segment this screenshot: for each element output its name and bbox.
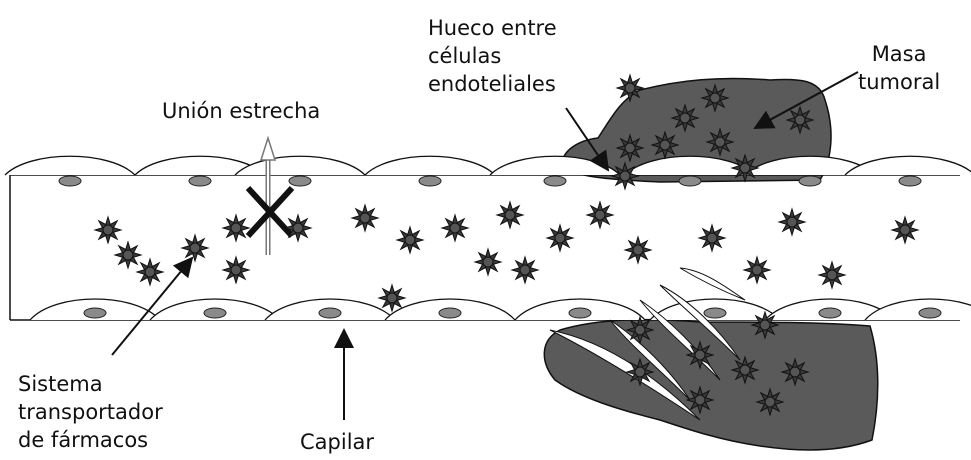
drug-particle-icon [732,357,758,383]
label-masa-tumoral: Masa tumoral [858,40,940,96]
drug-particle-icon [617,75,643,101]
label-union-estrecha: Unión estrecha [162,97,320,125]
cell-nucleus [919,308,941,318]
drug-particle-icon [625,237,651,263]
drug-particle-icon [819,262,845,288]
endothelial-cells-bottom [30,299,971,320]
tumor-mass-lower [544,320,877,450]
drug-particle-icon [512,257,538,283]
drug-particle-icon [497,202,523,228]
drug-particle-icon [752,312,778,338]
cell-nucleus [899,176,921,186]
cell-nucleus [59,176,81,186]
drug-particle-icon [137,259,163,285]
endothelial-cell [235,156,365,175]
cell-nucleus [204,308,226,318]
drug-particle-icon [547,225,573,251]
drug-particle-icon [379,285,405,311]
drug-particle-icon [687,387,713,413]
label-sistema-transportador: Sistema transportador de fármacos [18,370,163,454]
drug-particle-icon [182,235,208,261]
cell-nucleus [289,176,311,186]
drug-particle-icon [115,242,141,268]
label-hueco-celulas: Hueco entre células endoteliales [428,14,557,98]
drug-particle-icon [397,227,423,253]
drug-particle-icon [223,257,249,283]
drug-particle-icon [223,215,249,241]
drug-particle-icon [95,217,121,243]
drug-particle-icon [627,317,653,343]
drug-particle-icon [699,225,725,251]
cell-nucleus [419,176,441,186]
drug-particle-icon [707,129,733,155]
drug-particle-icon [612,163,638,189]
drug-particle-icon [702,85,728,111]
drug-particle-icon [475,249,501,275]
endothelial-cells-top [5,156,971,186]
cell-nucleus [799,176,821,186]
drug-particle-icon [787,107,813,133]
cell-nucleus [439,308,461,318]
cell-nucleus [84,308,106,318]
drug-particles [95,75,918,415]
tight-junction-arrow [261,138,275,255]
cell-nucleus [544,176,566,186]
drug-particle-icon [892,217,918,243]
label-capilar: Capilar [300,428,374,456]
drug-particle-icon [652,132,678,158]
cell-nucleus [679,176,701,186]
drug-particle-icon [779,209,805,235]
drug-particle-icon [672,105,698,131]
endothelial-cell [865,299,971,320]
drug-particle-icon [687,342,713,368]
drug-particle-icon [757,389,783,415]
drug-particle-icon [627,359,653,385]
drug-particle-icon [285,215,311,241]
drug-particle-icon [442,215,468,241]
endothelial-cell [5,156,135,175]
endothelial-cell [845,156,971,175]
drug-particle-icon [744,257,770,283]
endothelial-cell [365,156,495,175]
cell-nucleus [319,308,341,318]
cell-nucleus [819,308,841,318]
cell-nucleus [704,308,726,318]
cell-nucleus [189,176,211,186]
cell-nucleus [569,308,591,318]
drug-particle-icon [617,135,643,161]
drug-particle-icon [732,155,758,181]
drug-particle-icon [587,202,613,228]
drug-particle-icon [352,205,378,231]
drug-particle-icon [782,359,808,385]
